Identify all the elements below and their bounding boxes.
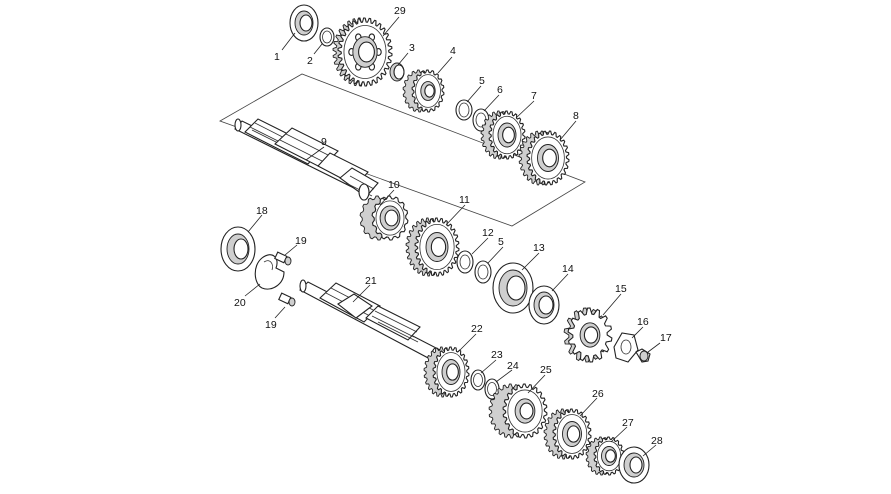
bearing-28: [618, 446, 650, 484]
callout-19-lower: 19: [265, 306, 286, 331]
callout-label: 27: [622, 417, 634, 429]
lock-plate-16: [613, 332, 639, 363]
gear-25: [488, 383, 548, 439]
gear-22: [423, 346, 470, 398]
screw-19-lower: [278, 292, 296, 307]
callout-label: 14: [562, 263, 574, 275]
callout-16: 16: [631, 316, 649, 339]
callout-label: 5: [498, 236, 504, 248]
shaft-group-outline: [219, 73, 586, 227]
callout-17: 17: [647, 332, 672, 353]
callout-27: 27: [610, 417, 634, 443]
callout-label: 16: [637, 316, 649, 328]
callout-28: 28: [642, 435, 663, 457]
callout-5-upper: 5: [466, 75, 485, 103]
callout-11: 11: [445, 194, 470, 226]
output-shaft-21: [299, 279, 441, 363]
callout-label: 13: [533, 242, 545, 254]
gear-11: [405, 217, 460, 277]
callout-5-lower: 5: [487, 236, 504, 264]
callout-label: 15: [615, 283, 627, 295]
seal-14: [528, 285, 560, 325]
sprocket-15: [563, 307, 613, 363]
callout-label: 9: [321, 136, 327, 148]
callout-label: 3: [409, 42, 415, 54]
callout-label: 5: [479, 75, 485, 87]
callout-7: 7: [515, 90, 537, 119]
callout-2: 2: [307, 43, 323, 67]
gear-27: [585, 436, 625, 476]
circlip-5-lower: [474, 260, 492, 284]
bearing-13: [492, 262, 534, 314]
callout-label: 1: [274, 51, 280, 63]
callout-18: 18: [247, 205, 268, 233]
callout-label: 2: [307, 55, 313, 67]
callout-15: 15: [602, 283, 627, 316]
callout-29: 29: [382, 5, 406, 37]
callout-22: 22: [457, 323, 483, 353]
callout-20: 20: [234, 283, 261, 309]
callout-label: 19: [265, 319, 277, 331]
callout-label: 28: [651, 435, 663, 447]
callout-label: 18: [256, 205, 268, 217]
bolt-17: [635, 348, 651, 363]
dog-gear-10: [359, 195, 409, 241]
callout-label: 25: [540, 364, 552, 376]
screw-19-upper: [274, 251, 292, 266]
callout-label: 21: [365, 275, 377, 287]
callout-9: 9: [305, 136, 327, 161]
gear-4: [402, 69, 445, 113]
callout-6: 6: [483, 84, 503, 112]
callout-label: 24: [507, 360, 519, 372]
callout-label: 23: [491, 349, 503, 361]
callout-label: 20: [234, 297, 246, 309]
gear-29: [332, 17, 393, 87]
callout-label: 10: [388, 179, 400, 191]
callout-21: 21: [352, 275, 377, 303]
callout-19-upper: 19: [284, 235, 307, 256]
callout-23: 23: [480, 349, 503, 374]
callout-label: 8: [573, 110, 579, 122]
gear-7: [480, 110, 526, 160]
callout-25: 25: [527, 364, 552, 394]
callout-4: 4: [437, 45, 456, 74]
bearing-1: [289, 4, 319, 42]
callout-14: 14: [551, 263, 574, 292]
callout-3: 3: [397, 42, 415, 66]
callout-label: 26: [592, 388, 604, 400]
callout-label: 4: [450, 45, 456, 57]
callout-label: 7: [531, 90, 537, 102]
callout-26: 26: [579, 388, 604, 417]
callout-1: 1: [274, 32, 296, 63]
bushing-3: [389, 62, 405, 82]
callout-label: 11: [459, 194, 470, 206]
washer-23: [470, 369, 486, 391]
circlip-5-upper: [455, 99, 473, 121]
washer-12: [456, 250, 474, 274]
callout-10: 10: [379, 179, 400, 206]
callout-label: 19: [295, 235, 307, 247]
callout-layer: 1 2 29 3 4 5 6 7 8 9 10 11 12 5 13 14 15…: [234, 5, 672, 457]
callout-24: 24: [495, 360, 519, 383]
gear-8: [518, 130, 570, 186]
gear-26: [543, 408, 592, 460]
callout-label: 6: [497, 84, 503, 96]
callout-label: 22: [471, 323, 483, 335]
callout-13: 13: [521, 242, 545, 271]
callout-12: 12: [471, 227, 494, 255]
washer-2: [319, 27, 335, 47]
callout-label: 17: [660, 332, 672, 344]
bearing-18: [220, 226, 256, 272]
callout-label: 12: [482, 227, 494, 239]
retainer-plate-20: [254, 254, 285, 290]
callout-label: 29: [394, 5, 406, 17]
callout-8: 8: [559, 110, 579, 141]
